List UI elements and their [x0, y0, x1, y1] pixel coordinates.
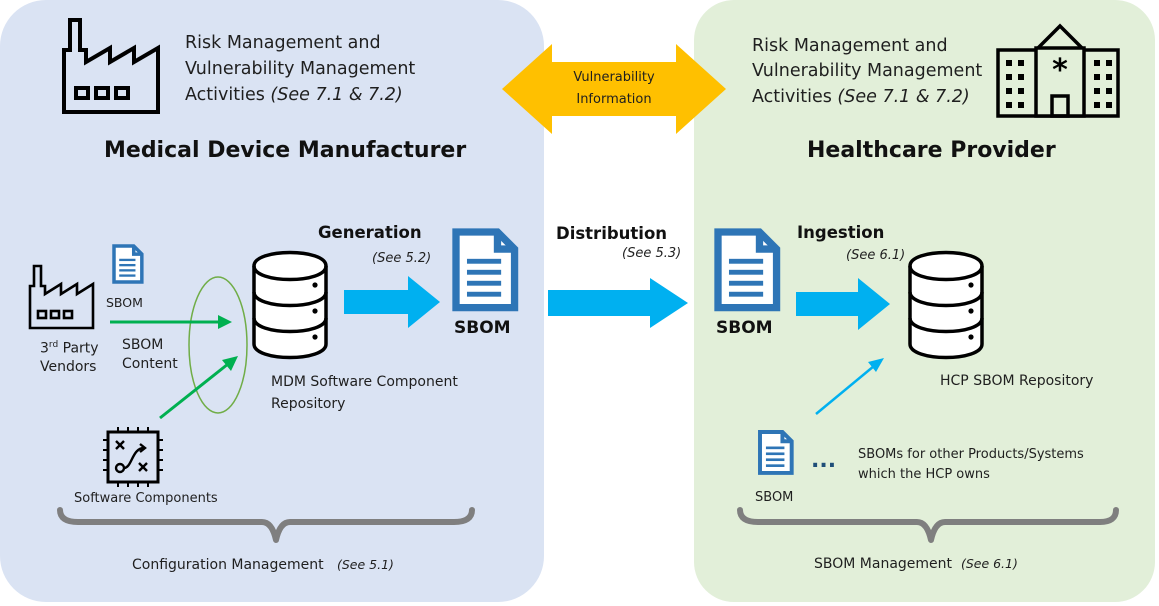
hcp-sbom-label: SBOM	[716, 318, 773, 338]
configuration-management-brace	[57, 507, 475, 543]
strategy-board-icon	[103, 427, 163, 487]
mfr-sbom-document-icon	[456, 232, 515, 308]
hcp-activities-line3: Activities (See 7.1 & 7.2)	[752, 84, 970, 110]
mfr-activities-word: Activities	[185, 85, 265, 105]
mdm-repository-line1: MDM Software Component	[271, 374, 458, 390]
configuration-management-label: Configuration Management (See 5.1)	[132, 557, 394, 573]
configuration-management-text: Configuration Management	[132, 557, 324, 573]
sbom-management-brace	[737, 507, 1119, 543]
mfr-activities-line1: Risk Management and	[185, 33, 381, 53]
mdm-repository-database-icon	[252, 250, 328, 360]
vendors-party: Party	[58, 340, 99, 357]
sbom-content-ellipse	[188, 276, 248, 414]
hcp-activities-word: Activities	[752, 87, 832, 107]
vendor-factory-icon	[28, 264, 95, 330]
hcp-sbom-document-icon	[718, 232, 777, 308]
other-sboms-line2: which the HCP owns	[858, 467, 990, 482]
ingestion-arrow	[796, 278, 890, 330]
vendor-sbom-label: SBOM	[106, 295, 143, 310]
mfr-activities-ref: (See 7.1 & 7.2)	[270, 85, 403, 105]
sbom-management-ref: (See 6.1)	[960, 556, 1018, 571]
hcp-repository-label: HCP SBOM Repository	[940, 373, 1094, 389]
hcp-activities-line2: Vulnerability Management	[752, 61, 983, 81]
sbom-management-text: SBOM Management	[814, 556, 953, 572]
ingestion-label: Ingestion	[797, 223, 885, 242]
vendors-ordinal: 3	[40, 340, 49, 357]
other-sboms-arrow	[815, 358, 884, 415]
sbom-content-line2: Content	[122, 356, 178, 372]
mfr-activities-line2: Vulnerability Management	[185, 59, 416, 79]
distribution-arrow	[548, 278, 688, 328]
vendor-sbom-document-icon	[112, 244, 144, 284]
vendors-line1: 3rd Party	[40, 340, 99, 357]
software-components-label: Software Components	[74, 491, 218, 506]
distribution-ref: (See 5.3)	[622, 246, 682, 261]
distribution-label: Distribution	[556, 224, 668, 243]
factory-icon	[62, 18, 160, 114]
vulnerability-label-line1: Vulnerability	[573, 70, 655, 85]
configuration-management-ref: (See 5.1)	[336, 557, 394, 572]
generation-arrow	[344, 276, 440, 328]
vendors-line2: Vendors	[40, 359, 97, 375]
manufacturer-title: Medical Device Manufacturer	[104, 138, 467, 163]
hospital-icon: *	[996, 23, 1120, 118]
sbom-management-label: SBOM Management (See 6.1)	[814, 556, 1018, 572]
mfr-sbom-label: SBOM	[454, 318, 511, 338]
generation-label: Generation	[318, 223, 422, 242]
other-sbom-document-icon	[758, 430, 794, 475]
other-sboms-line1: SBOMs for other Products/Systems	[858, 447, 1084, 462]
more-sboms-ellipsis: ...	[811, 448, 837, 473]
ingestion-ref: (See 6.1)	[846, 248, 906, 263]
svg-text:*: *	[1052, 53, 1068, 88]
hcp-activities-line1: Risk Management and	[752, 36, 948, 56]
sbom-content-line1: SBOM	[122, 337, 164, 353]
vulnerability-double-arrow	[502, 44, 726, 134]
vulnerability-label-line2: Information	[576, 92, 652, 107]
provider-title: Healthcare Provider	[807, 138, 1056, 163]
mfr-activities-line3: Activities (See 7.1 & 7.2)	[185, 82, 403, 108]
sbom-content-arrows	[110, 315, 238, 420]
hcp-activities-ref: (See 7.1 & 7.2)	[837, 87, 970, 107]
hcp-repository-database-icon	[908, 250, 984, 360]
other-sbom-label: SBOM	[755, 490, 794, 505]
generation-ref: (See 5.2)	[372, 251, 432, 266]
mdm-repository-line2: Repository	[271, 396, 346, 412]
vendors-ordinal-suffix: rd	[48, 340, 59, 350]
